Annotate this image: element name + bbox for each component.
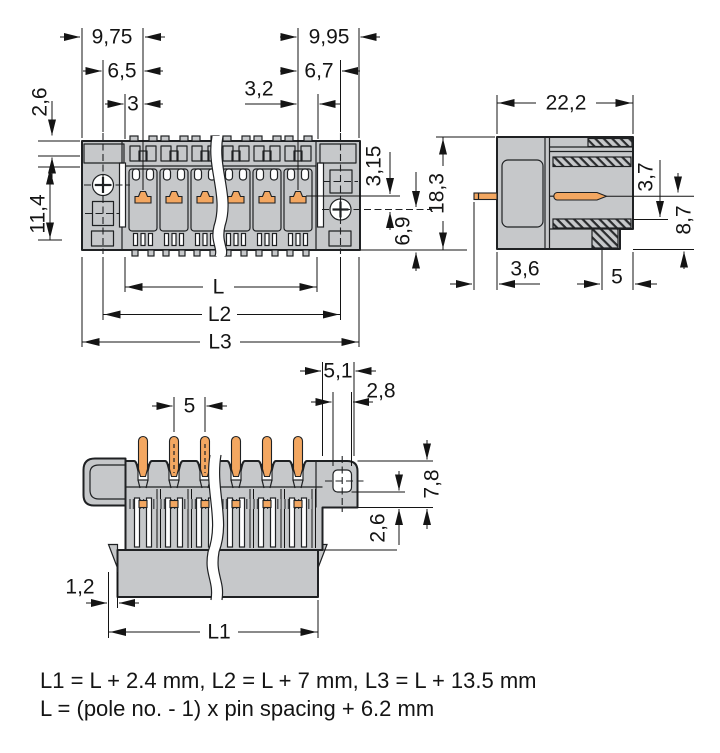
- dim-label: 2,6: [367, 513, 390, 542]
- dim-label: 18,3: [426, 173, 449, 214]
- mounting-foot: [591, 228, 619, 249]
- dim-label: 7,8: [421, 469, 444, 498]
- break-lines: [210, 135, 229, 257]
- dim-label: 22,2: [546, 92, 587, 115]
- bottom-view-drawing: [82, 435, 366, 601]
- dim-label: 9,95: [309, 26, 350, 49]
- dim-label: 3,15: [363, 146, 386, 187]
- left-flange: [83, 133, 130, 254]
- right-flange: [319, 133, 358, 254]
- side-view-dimensions: 22,2 18,3 3,7 8,7 3,6 5: [426, 92, 696, 290]
- dim-label: 3,2: [244, 78, 273, 101]
- dim-label: 5,1: [323, 360, 352, 383]
- break-lines: [206, 454, 225, 601]
- dim-label: 2,6: [29, 87, 52, 116]
- bottom-view-dimensions: 5 5,1 2,8 7,8 2,6 1,2 L1: [65, 360, 443, 644]
- dim-label: 2,8: [366, 380, 395, 403]
- dim-label: 3,7: [635, 162, 658, 191]
- dim-label: 6,5: [107, 60, 136, 83]
- dim-label: L2: [208, 303, 231, 326]
- dim-label: L1: [207, 621, 230, 644]
- dim-label: 6,9: [392, 216, 415, 245]
- dim-label: 8,7: [673, 205, 696, 234]
- mounting-hole: [325, 456, 366, 512]
- dim-label: 5: [184, 395, 196, 418]
- latch-handle: [82, 457, 127, 507]
- dim-label: 9,75: [92, 26, 133, 49]
- formula-line-2: L = (pole no. - 1) x pin spacing + 6.2 m…: [40, 696, 434, 721]
- dim-label: 3: [127, 93, 139, 116]
- terminal-slot-lines: [156, 489, 316, 548]
- dim-label: 1,2: [65, 576, 94, 599]
- top-view-drawing: [81, 133, 432, 257]
- dim-label: L3: [208, 331, 231, 354]
- solder-pins: [128, 435, 313, 548]
- top-view-dimensions: 9,75 9,95 6,5 6,7 3 3,2 2,6 11,4 3,15: [27, 26, 432, 354]
- side-view-drawing: [473, 136, 694, 250]
- dim-label: 5: [611, 266, 623, 289]
- dim-label: L: [213, 276, 225, 299]
- dim-label: 11,4: [27, 194, 50, 234]
- solder-pin: [473, 191, 608, 201]
- formula-notes: L1 = L + 2.4 mm, L2 = L + 7 mm, L3 = L +…: [40, 668, 536, 721]
- dim-label: 3,6: [510, 258, 539, 281]
- dim-label: 6,7: [304, 60, 333, 83]
- formula-line-1: L1 = L + 2.4 mm, L2 = L + 7 mm, L3 = L +…: [40, 668, 536, 693]
